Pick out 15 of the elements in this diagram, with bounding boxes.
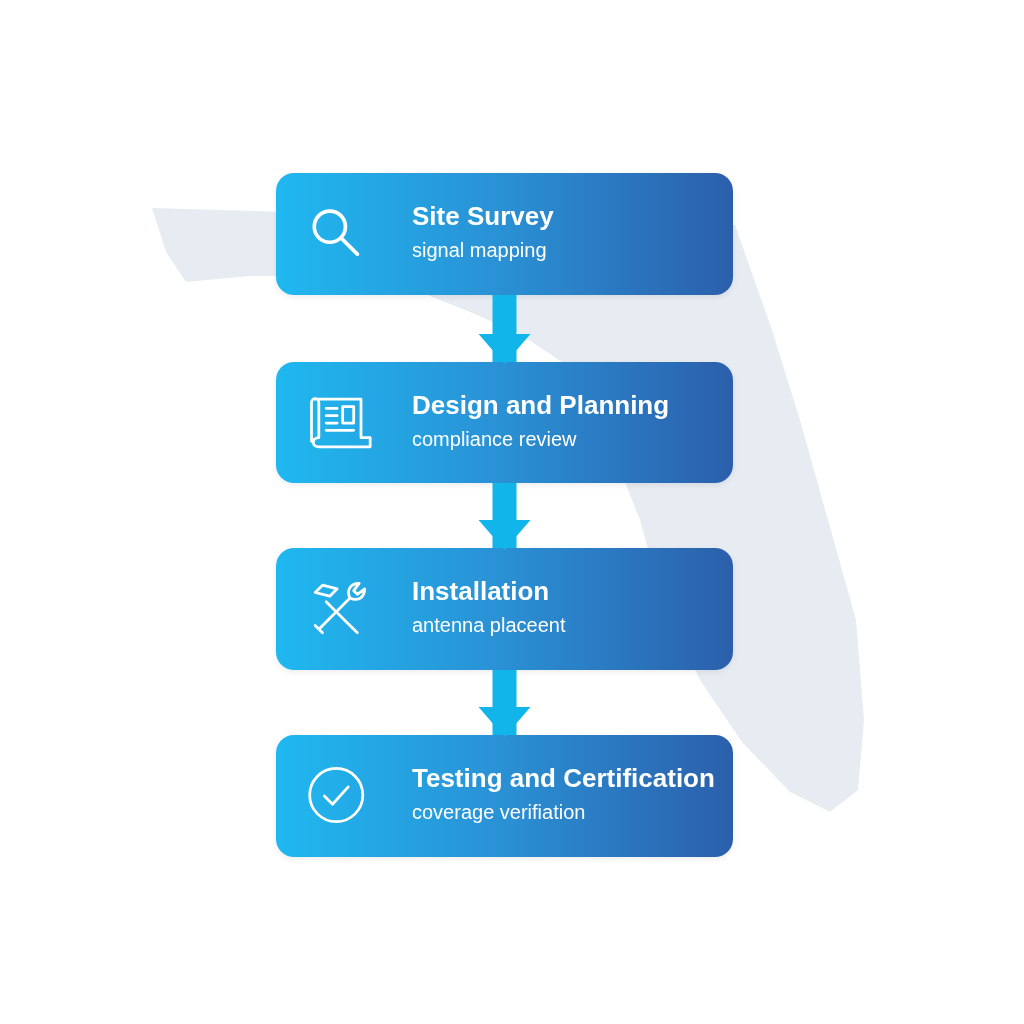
step-box [276, 362, 733, 483]
down-arrow [478, 483, 531, 550]
step-subtitle: signal mapping [412, 239, 547, 262]
step-subtitle: compliance review [412, 428, 577, 451]
down-arrow [478, 670, 531, 737]
step-subtitle: antenna placeent [412, 614, 566, 637]
step-box [276, 735, 733, 857]
step-title: Installation [412, 576, 550, 607]
step-subtitle: coverage verifiation [412, 801, 586, 824]
step-title: Design and Planning [412, 390, 670, 421]
step-title: Testing and Certification [412, 763, 715, 794]
step-box [276, 173, 733, 295]
step-title: Site Survey [412, 201, 554, 232]
step-box [276, 548, 733, 670]
down-arrow [478, 295, 531, 364]
